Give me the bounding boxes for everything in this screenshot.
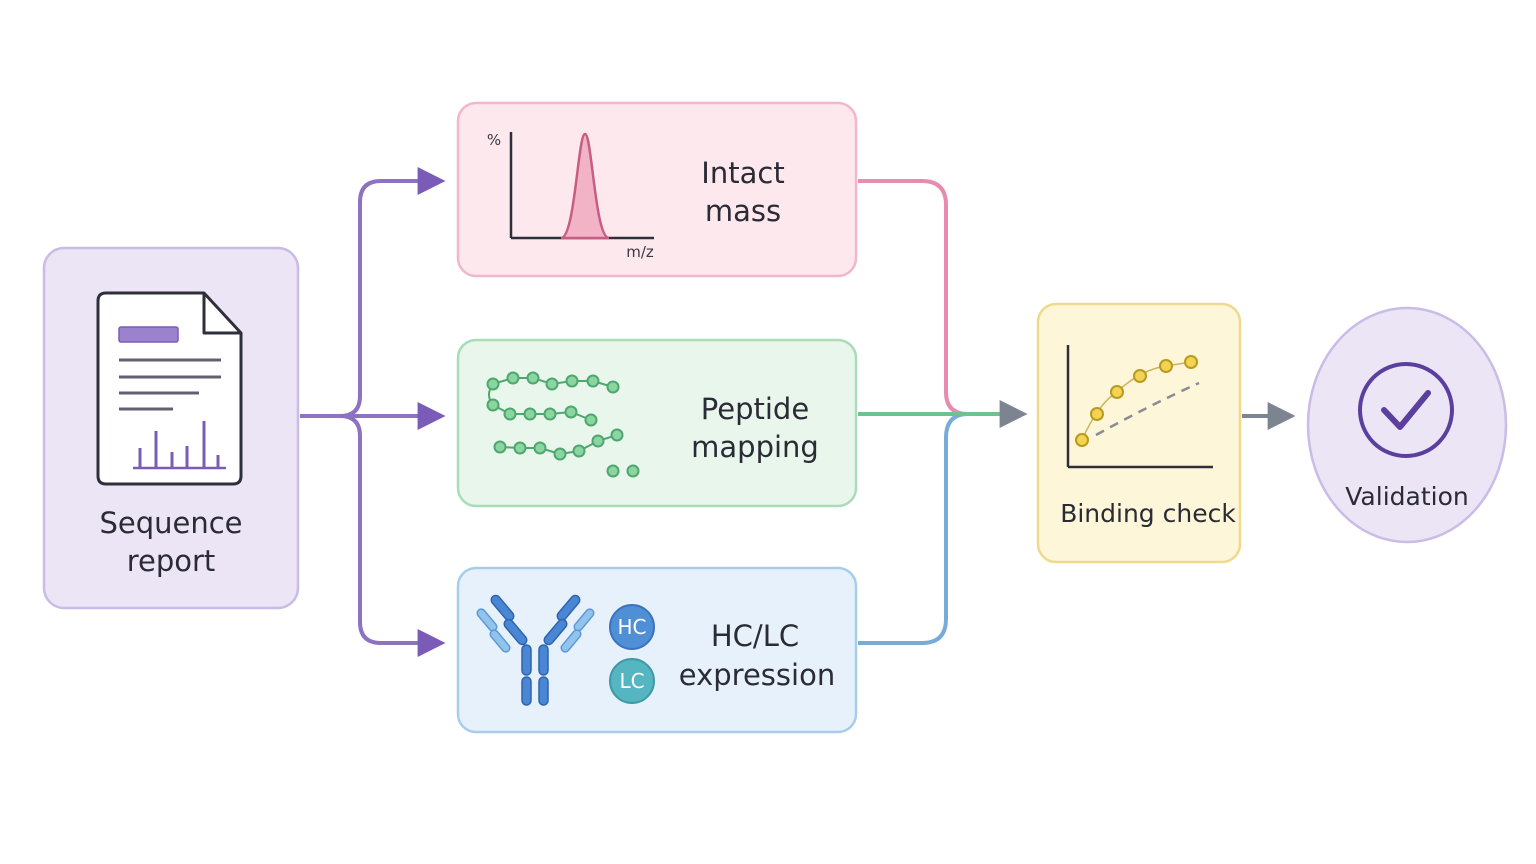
connector-to-intact-mass xyxy=(339,167,446,418)
node-hc-lc-expression: HC LC HC/LC expression xyxy=(456,566,858,734)
hc-lc-label-line2: expression xyxy=(679,658,835,692)
node-binding-check: Binding check xyxy=(1036,302,1242,564)
connector-intact-to-binding xyxy=(858,179,990,416)
checkmark-icon xyxy=(1358,362,1454,458)
connector-hc-lc-to-binding xyxy=(858,412,990,645)
node-validation: Validation xyxy=(1306,306,1508,544)
connectors xyxy=(300,167,1296,657)
hc-badge: HC xyxy=(609,604,655,650)
connector-to-hc-lc xyxy=(339,414,446,657)
peptide-mapping-label-line2: mapping xyxy=(691,430,819,464)
node-sequence-report: Sequence report xyxy=(42,246,300,610)
sequence-report-label-line2: report xyxy=(127,544,216,578)
node-intact-mass: % m/z Intact mass xyxy=(456,101,858,278)
validation-circle xyxy=(1306,306,1508,544)
intact-mass-box xyxy=(456,101,858,278)
intact-mass-label-line2: mass xyxy=(705,194,781,228)
lc-badge: LC xyxy=(609,658,655,704)
peptide-mapping-label-line1: Peptide xyxy=(701,392,809,426)
binding-check-label: Binding check xyxy=(1060,499,1236,528)
mass-spectrum-icon xyxy=(509,132,654,240)
lc-badge-text: LC xyxy=(619,669,644,693)
intact-mass-label-line1: Intact xyxy=(701,156,784,190)
intact-mass-y-axis-label: % xyxy=(487,131,501,149)
antibody-icon xyxy=(476,594,595,706)
intact-mass-x-axis-label: m/z xyxy=(626,243,654,261)
hc-badge-text: HC xyxy=(617,615,646,639)
peptide-chain-icon xyxy=(486,371,640,478)
node-peptide-mapping: Peptide mapping xyxy=(456,338,858,508)
sequence-report-label-line1: Sequence xyxy=(99,506,242,540)
validation-label: Validation xyxy=(1345,482,1468,511)
hc-lc-expression-box xyxy=(456,566,858,734)
binding-curve-icon xyxy=(1066,345,1213,469)
document-spectrum-icon xyxy=(96,291,243,486)
hc-lc-label-line1: HC/LC xyxy=(711,619,799,653)
